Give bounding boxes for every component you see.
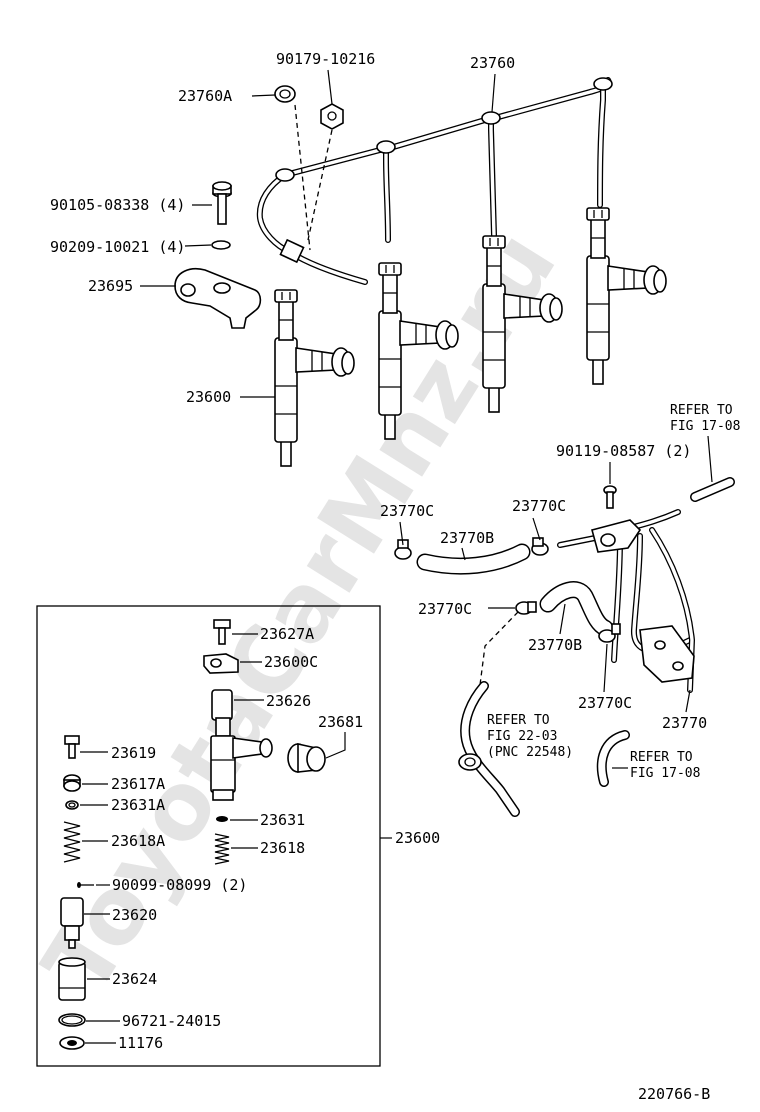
clamp-23770C-3	[515, 601, 537, 615]
label-90119-08587: 90119-08587 (2)	[556, 442, 691, 460]
ref-fig17-bot-line1: REFER TO	[630, 750, 693, 765]
shim-23631	[216, 816, 228, 822]
union-nut	[320, 103, 344, 130]
injector-clamp	[174, 268, 262, 329]
ref-fig22-line2: FIG 22-03	[487, 729, 557, 744]
component-box	[36, 605, 381, 1067]
ref-fig22-line1: REFER TO	[487, 713, 550, 728]
clamp-23770C-2	[531, 537, 549, 556]
injector-4	[586, 207, 667, 385]
label-23770B-a: 23770B	[440, 529, 494, 547]
ref-fig17-bot-line2: FIG 17-08	[630, 766, 700, 781]
diagram-code: 220766-B	[638, 1085, 710, 1103]
label-23770B-b: 23770B	[528, 636, 582, 654]
connector-23681	[287, 743, 326, 773]
label-23760A: 23760A	[178, 87, 232, 105]
label-90179-10216: 90179-10216	[276, 50, 375, 68]
pin-90099-08099	[77, 882, 94, 888]
seal-washer	[274, 85, 296, 103]
label-90099-08099: 90099-08099 (2)	[112, 876, 247, 894]
washer	[211, 240, 231, 250]
pin-23619	[64, 735, 80, 759]
label-23600C: 23600C	[264, 653, 318, 671]
label-23619: 23619	[111, 744, 156, 762]
label-90209-10021: 90209-10021 (4)	[50, 238, 185, 256]
label-23627A: 23627A	[260, 625, 314, 643]
clamp-23770C-4	[598, 623, 621, 643]
ref-fig17-top-line2: FIG 17-08	[670, 419, 740, 434]
spacer-23617A	[63, 774, 81, 792]
label-23626: 23626	[266, 692, 311, 710]
label-23681: 23681	[318, 713, 363, 731]
label-23770C-d: 23770C	[578, 694, 632, 712]
label-23618: 23618	[260, 839, 305, 857]
label-23631: 23631	[260, 811, 305, 829]
label-96721-24015: 96721-24015	[122, 1012, 221, 1030]
label-23600: 23600	[186, 388, 231, 406]
nozzle-holder-23626	[210, 689, 273, 801]
label-23617A: 23617A	[111, 775, 165, 793]
label-23695: 23695	[88, 277, 133, 295]
label-23770C-a: 23770C	[380, 502, 434, 520]
bolt-23627A	[213, 619, 231, 645]
label-23624: 23624	[112, 970, 157, 988]
bolt-90119	[603, 485, 617, 509]
spring-23618A	[63, 821, 81, 863]
label-23631A: 23631A	[111, 796, 165, 814]
label-23770: 23770	[662, 714, 707, 732]
ref-fig22-line3: (PNC 22548)	[487, 745, 573, 760]
shim-23631A	[65, 800, 79, 810]
return-union	[591, 519, 642, 553]
label-23618A: 23618A	[111, 832, 165, 850]
label-23770C-c: 23770C	[418, 600, 472, 618]
bolt	[212, 181, 232, 225]
nozzle-23620	[60, 897, 84, 949]
label-23600-box: 23600	[395, 829, 440, 847]
label-23760: 23760	[470, 54, 515, 72]
ref-fig17-top-line1: REFER TO	[670, 403, 733, 418]
retaining-nut-23624	[58, 957, 86, 1001]
mounting-bracket	[639, 625, 695, 683]
label-11176: 11176	[118, 1034, 163, 1052]
injector-1	[274, 289, 355, 467]
label-23770C-b: 23770C	[512, 497, 566, 515]
label-23620: 23620	[112, 906, 157, 924]
injection-pipe	[256, 77, 613, 285]
spring-23618	[214, 833, 230, 865]
label-90105-08338: 90105-08338 (4)	[50, 196, 185, 214]
